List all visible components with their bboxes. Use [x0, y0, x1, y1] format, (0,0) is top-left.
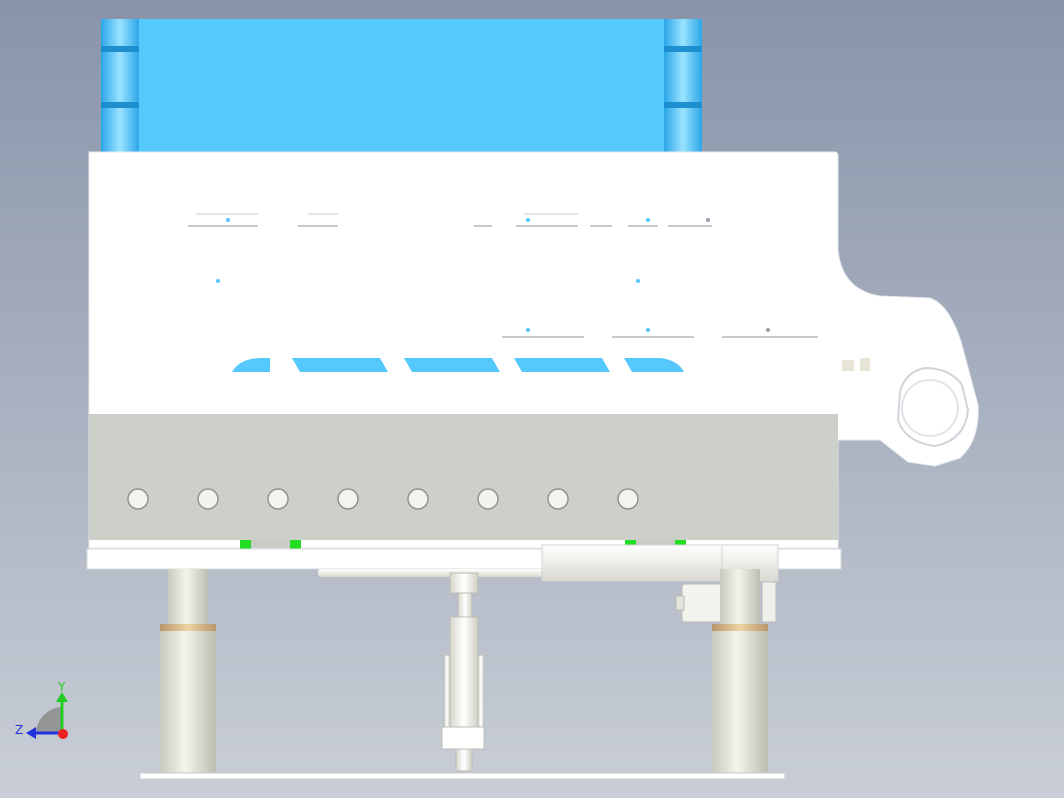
hinge-ring: [901, 379, 959, 437]
center-vertical-cylinder[interactable]: [441, 572, 485, 772]
hinge-block: [860, 358, 870, 371]
fixture-left-edge: [101, 19, 139, 152]
arm-hinge[interactable]: [842, 358, 970, 448]
green-marker: [290, 540, 301, 549]
x-axis-dot: [58, 729, 68, 739]
rail-segment: [246, 540, 296, 548]
pillar-lower: [160, 631, 216, 774]
mounting-hole: [547, 488, 569, 510]
mounting-hole: [197, 488, 219, 510]
y-arrow-head: [56, 692, 68, 702]
fixture-body: [101, 19, 702, 152]
fixture-groove: [664, 102, 702, 108]
cylinder-bracket: [761, 581, 777, 623]
floor-plate[interactable]: [139, 772, 786, 780]
z-axis-label: Z: [15, 723, 23, 737]
cylinder-rail: [443, 654, 451, 728]
z-arrow-head: [26, 727, 36, 739]
valve-block: [681, 583, 723, 623]
window-slot: [292, 358, 388, 372]
hinge-outline: [896, 366, 970, 448]
mounting-hole: [477, 488, 499, 510]
mounting-hole: [337, 488, 359, 510]
cylinder-neck: [457, 592, 473, 618]
cylinder-foot: [441, 726, 485, 750]
fixture-groove: [101, 102, 139, 108]
mounting-hole: [127, 488, 149, 510]
pillar-lower: [712, 631, 768, 774]
mounting-hole: [617, 488, 639, 510]
hinge-block: [842, 360, 854, 371]
lower-plate[interactable]: [89, 414, 838, 540]
valve-fitting: [675, 595, 685, 611]
window-slot: [232, 358, 270, 372]
y-axis-label: Y: [57, 680, 66, 694]
cylinder-bolt: [455, 748, 473, 772]
right-support-pillar[interactable]: [712, 569, 768, 774]
window-slot: [514, 358, 610, 372]
blue-fixture-block[interactable]: [101, 19, 702, 152]
body-detail-lines: [188, 213, 818, 338]
cylinder-body: [541, 544, 725, 582]
triad-quadrant: [36, 707, 62, 733]
fixture-right-edge: [664, 19, 702, 152]
window-slot: [404, 358, 500, 372]
cylinder-rod: [318, 569, 544, 577]
green-marker: [240, 540, 251, 549]
pillar-collar: [160, 624, 216, 631]
window-cutouts: [232, 358, 684, 372]
fixture-groove: [664, 46, 702, 52]
cylinder-head: [449, 572, 479, 594]
pillar-collar: [712, 624, 768, 631]
cylinder-rail: [477, 654, 485, 728]
rail-segment: [632, 540, 682, 548]
fixture-groove: [101, 46, 139, 52]
window-slot: [624, 358, 684, 372]
mounting-hole: [267, 488, 289, 510]
coordinate-triad: Y Z: [15, 680, 68, 739]
cylinder-barrel: [449, 616, 479, 730]
mounting-hole: [407, 488, 429, 510]
pillar-upper: [168, 569, 208, 627]
pillar-upper: [720, 569, 760, 627]
left-support-pillar[interactable]: [160, 569, 216, 774]
horizontal-cylinder[interactable]: [318, 544, 779, 623]
plate-holes: [127, 488, 639, 510]
body-dots: [216, 218, 770, 332]
